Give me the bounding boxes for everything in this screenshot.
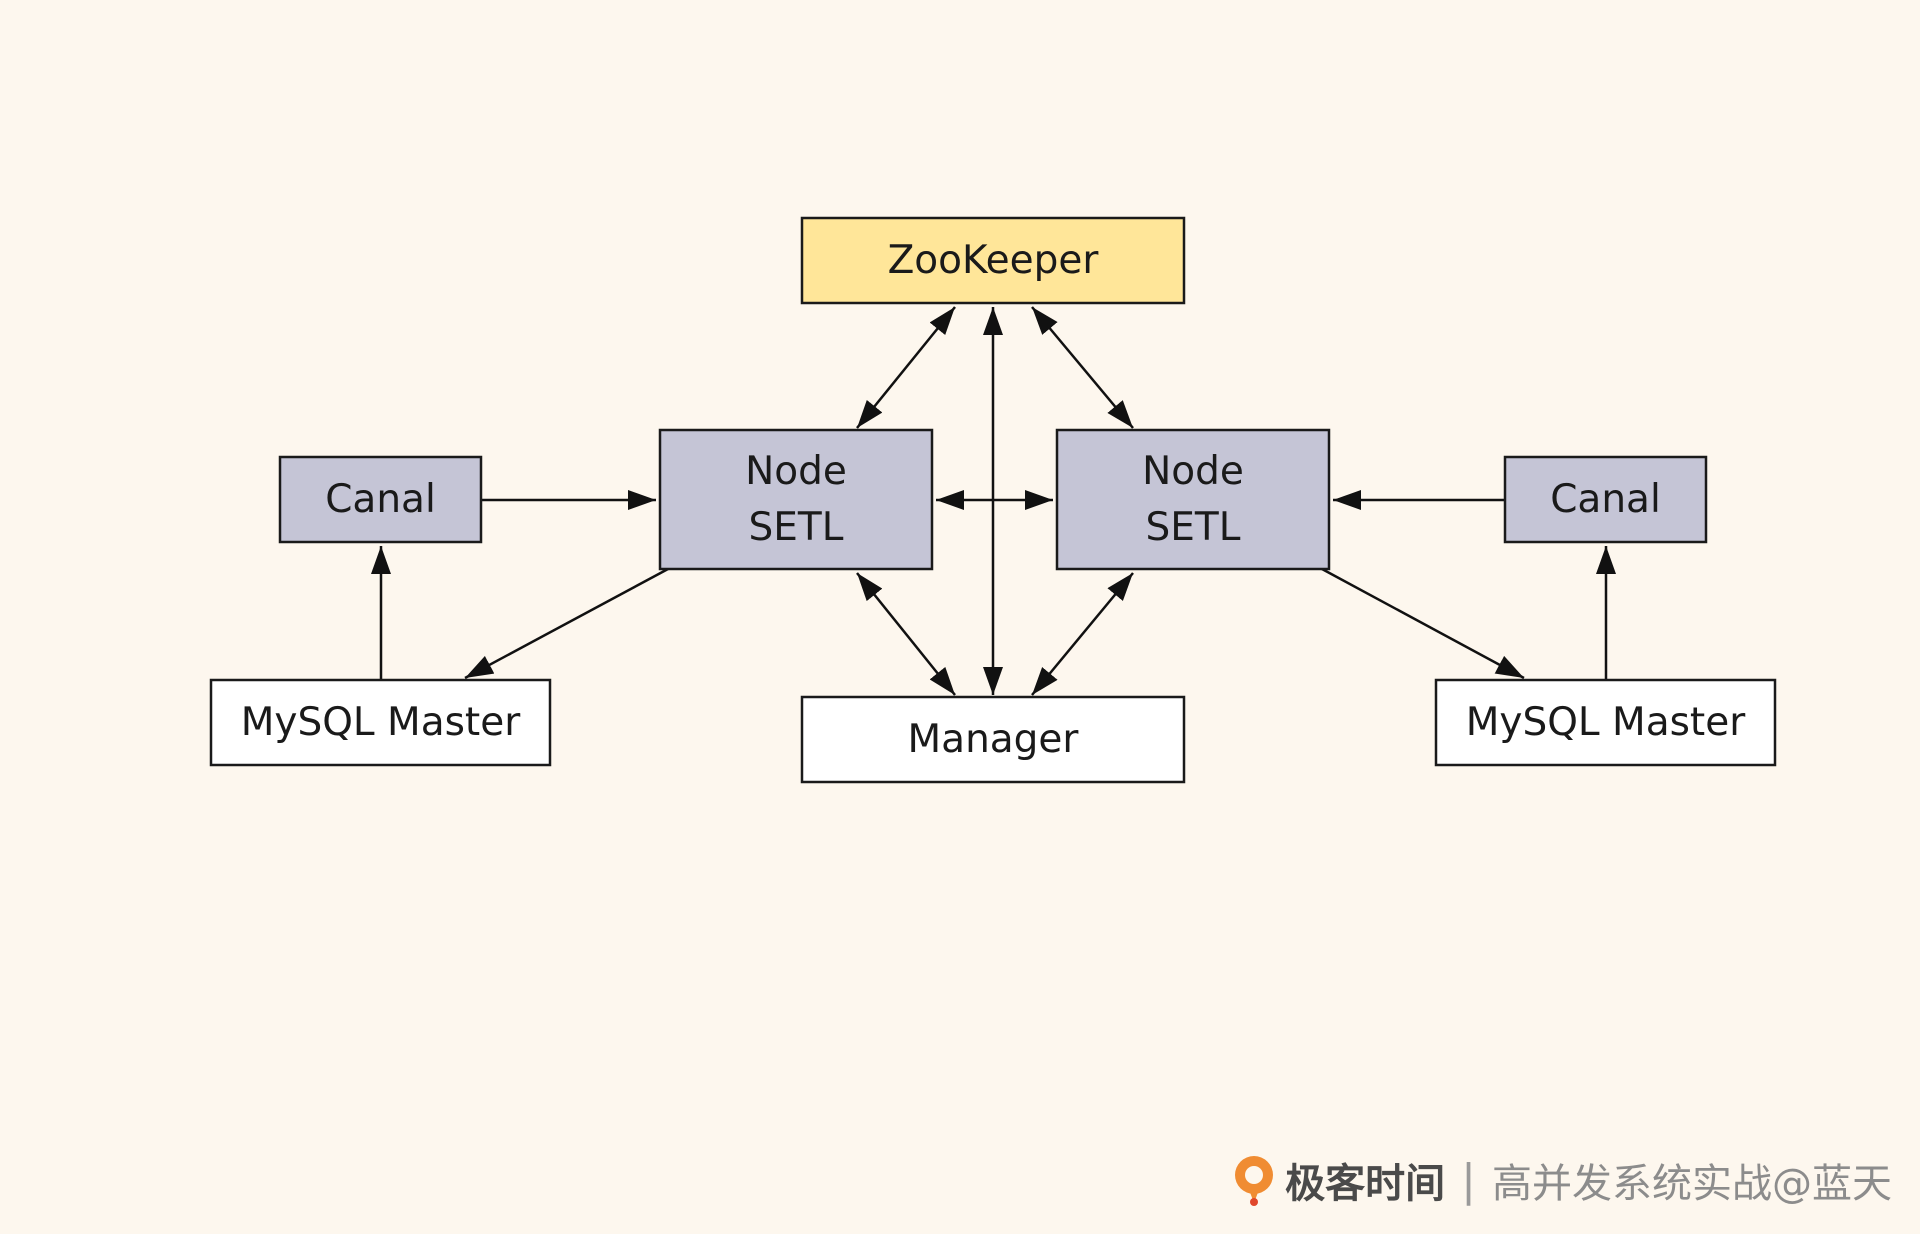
canal-right-box	[1503, 455, 1708, 544]
edge-zookeeper-to-node-setl-left	[856, 306, 956, 429]
node-canal-right: Canal	[1503, 455, 1708, 544]
canal-left-box	[278, 455, 483, 544]
manager-label: Manager	[908, 717, 1080, 762]
canal-left-label: Canal	[325, 477, 436, 522]
canal-right-label: Canal	[1550, 477, 1661, 522]
geektime-logo-icon	[1235, 1156, 1274, 1206]
node-setl-left-box	[658, 428, 934, 571]
edges-layer	[371, 306, 1616, 696]
node-setl-right-label: Node	[1142, 449, 1244, 494]
node-zookeeper: ZooKeeper	[800, 216, 1186, 305]
mysql-master-left-box	[209, 678, 552, 767]
mysql-master-right-box	[1434, 678, 1777, 767]
watermark-text: 高并发系统实战@蓝天	[1492, 1161, 1892, 1207]
manager-box	[800, 695, 1186, 784]
node-mysql-master-left: MySQL Master	[209, 678, 552, 767]
edge-zookeeper-to-node-setl-right	[1031, 306, 1134, 429]
watermark-brand: 极客时间	[1285, 1161, 1446, 1207]
mysql-master-right-label: MySQL Master	[1466, 700, 1746, 745]
node-mysql-master-right: MySQL Master	[1434, 678, 1777, 767]
edge-node-setl-right-to-mysql-master-right	[1321, 567, 1525, 680]
zookeeper-box	[800, 216, 1186, 305]
edge-node-setl-right-to-manager	[1031, 572, 1134, 696]
node-canal-left: Canal	[278, 455, 483, 544]
edge-node-setl-left-to-manager	[856, 572, 956, 696]
watermark: 极客时间 | 高并发系统实战@蓝天	[1231, 1150, 1892, 1210]
node-setl-left-label: SETL	[749, 505, 844, 550]
node-setl-right-box	[1055, 428, 1331, 571]
node-setl-left-label: Node	[745, 449, 847, 494]
mysql-master-left-label: MySQL Master	[241, 700, 521, 745]
zookeeper-label: ZooKeeper	[888, 238, 1100, 283]
edge-node-setl-left-to-mysql-master-left	[464, 567, 669, 680]
watermark-separator: |	[1461, 1154, 1476, 1206]
node-setl-right-label: SETL	[1146, 505, 1241, 550]
node-manager: Manager	[800, 695, 1186, 784]
